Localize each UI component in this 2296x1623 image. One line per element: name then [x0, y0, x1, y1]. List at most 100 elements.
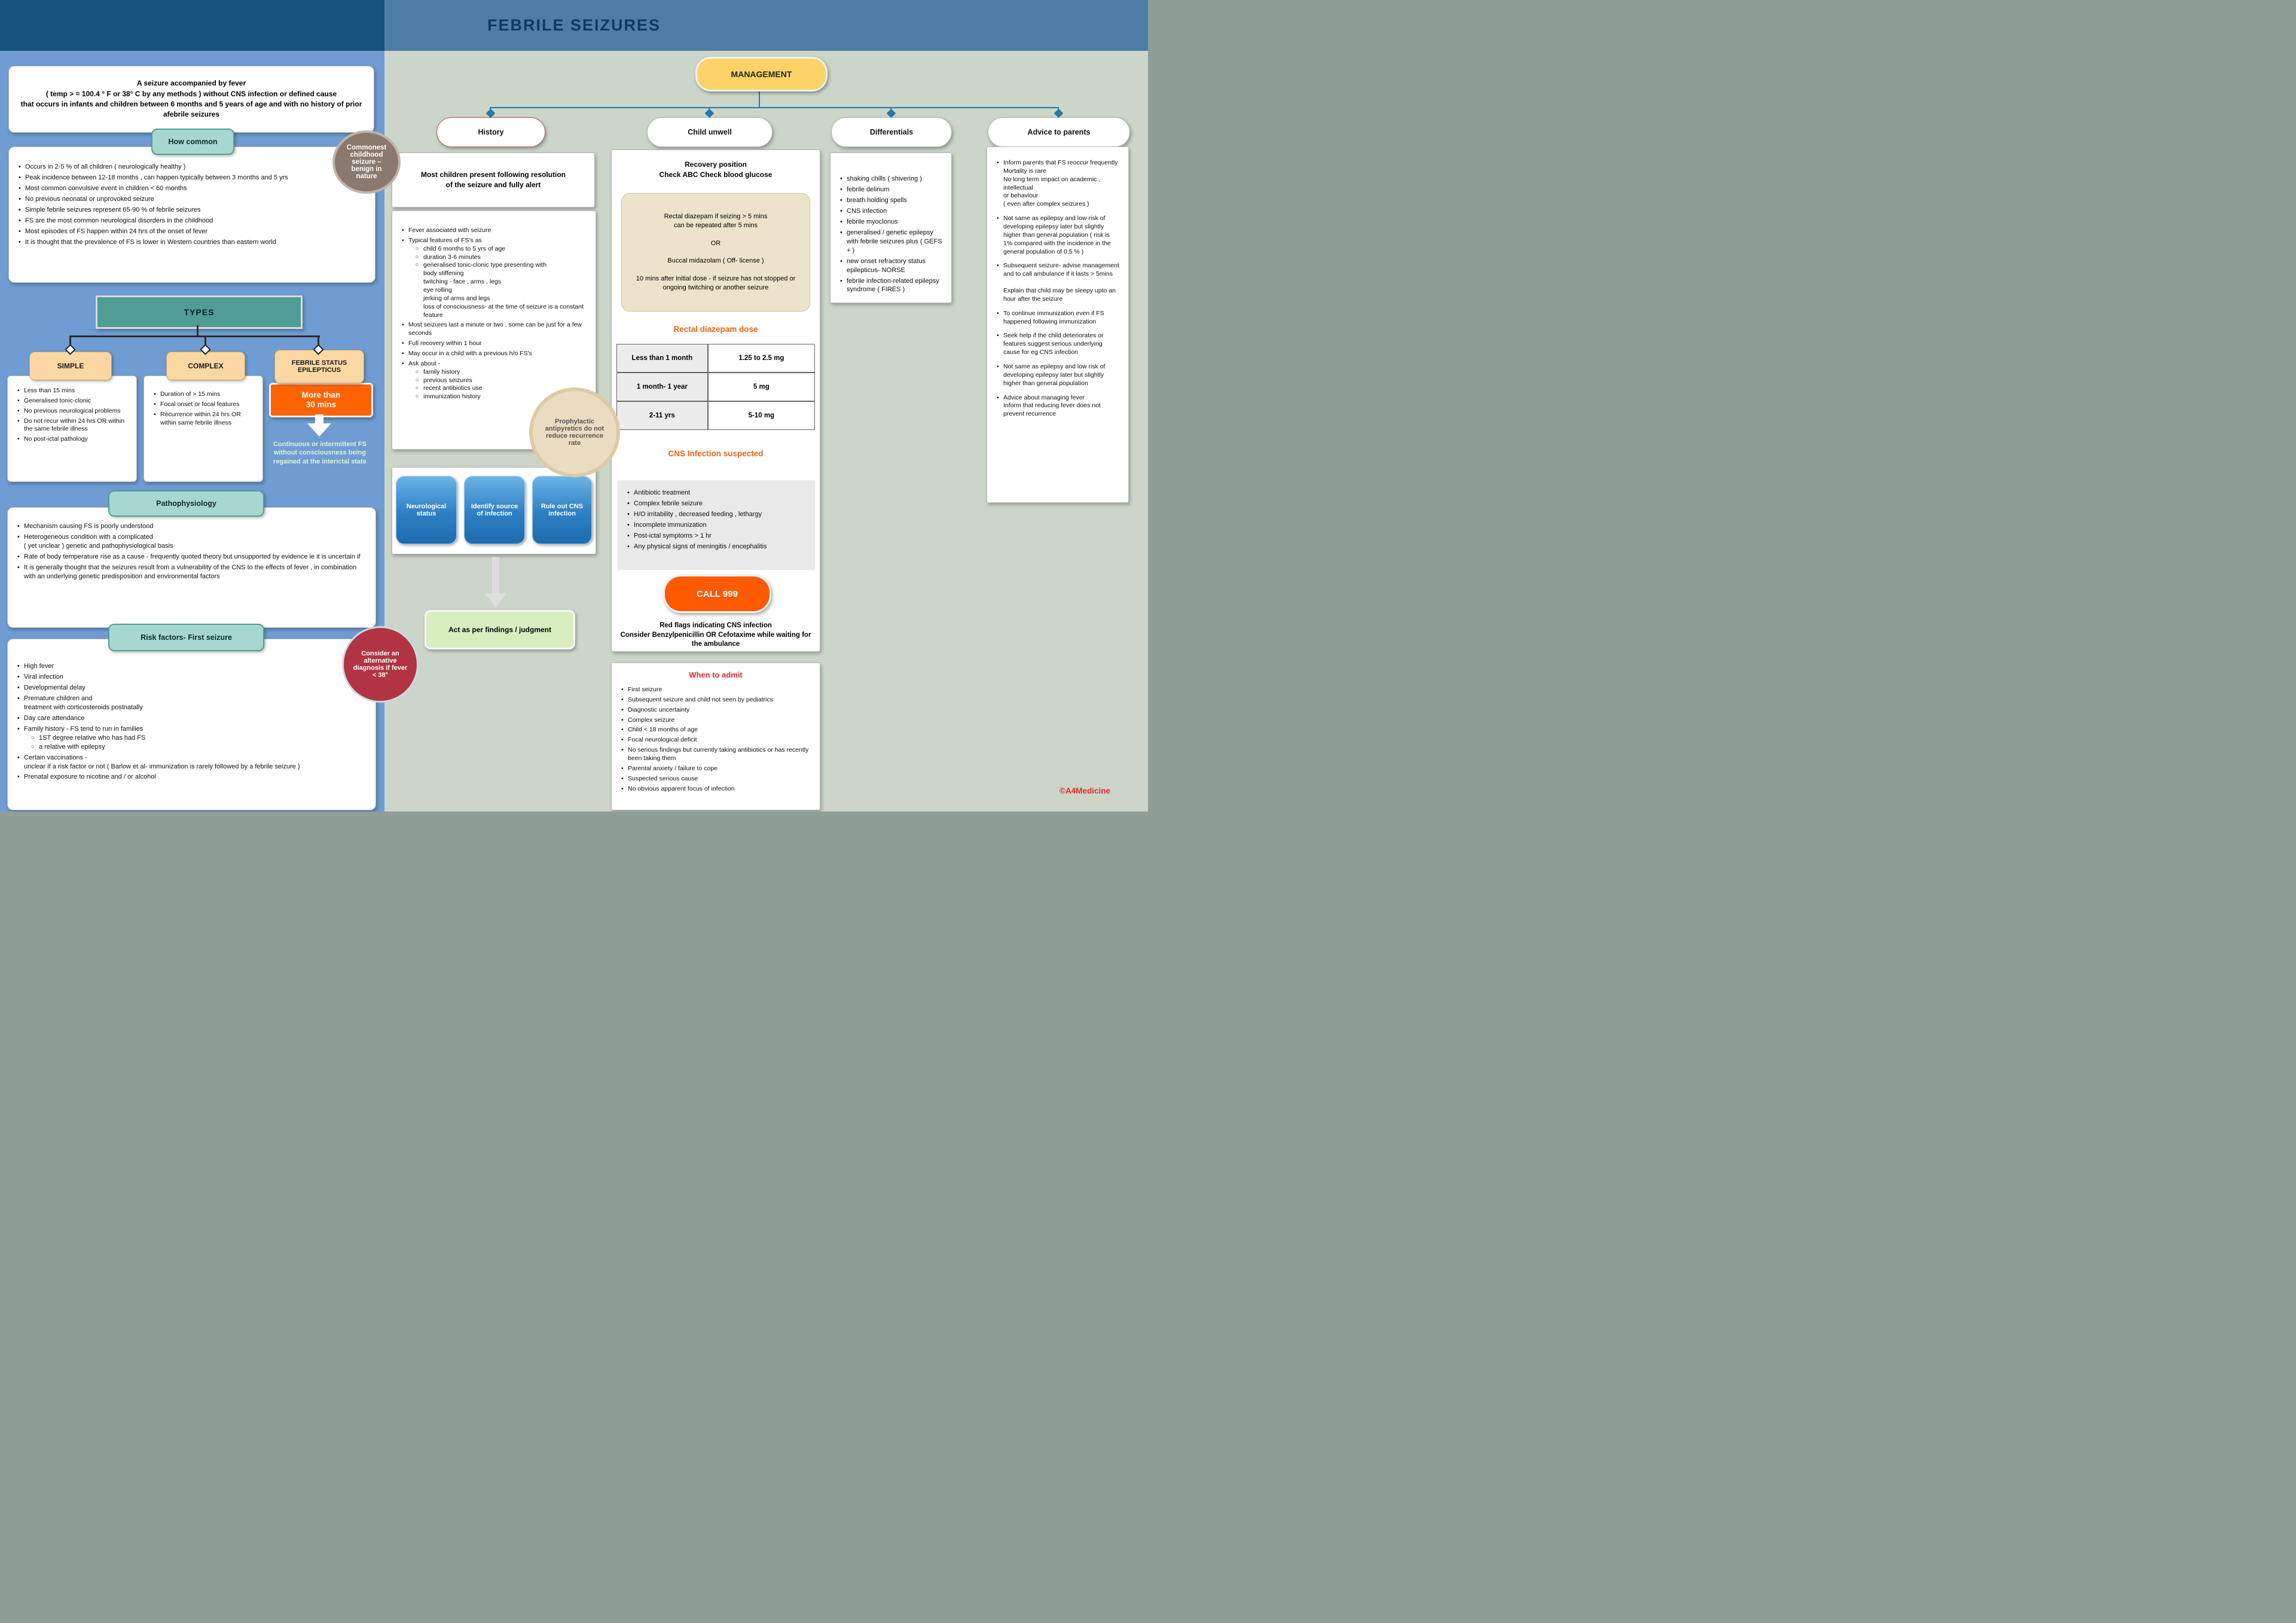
list-item: FS are the most common neurological diso… — [17, 216, 367, 225]
list-item: CNS infection — [839, 207, 943, 216]
cns-signs-list: Antibiotic treatmentComplex febrile seiz… — [618, 480, 815, 560]
cns-infection-heading: CNS Infection suspected — [668, 449, 764, 458]
list-item: Occurs in 2-5 % of all children ( neurol… — [17, 163, 367, 172]
down-arrow-icon — [485, 593, 506, 608]
list-item: No serious findings but currently taking… — [620, 746, 811, 763]
complex-type-list: Duration of > 15 minsFocal onset or foca… — [144, 376, 262, 436]
dose-table-dose: 5 mg — [707, 373, 815, 401]
list-item: First seizure — [620, 686, 811, 694]
history-findings-card: Fever associated with seizureTypical fea… — [392, 210, 596, 450]
list-item: febrile infection-related epilepsy syndr… — [839, 277, 943, 295]
complex-type-card: Duration of > 15 minsFocal onset or foca… — [144, 376, 263, 482]
identify-source-box: Identify source of Infection — [464, 476, 525, 544]
list-item: Ask about -family historyprevious seizur… — [401, 360, 587, 401]
sub-list-item: recent antibiotics use — [416, 385, 587, 393]
list-item: High fever — [16, 662, 367, 671]
list-item: Not same as epilepsy and low risk of dev… — [996, 363, 1120, 388]
list-item: Child < 18 months of age — [620, 726, 811, 734]
call-999-button: CALL 999 — [663, 575, 771, 613]
down-arrow-icon — [492, 557, 499, 594]
sub-list-item: child 6 months to 5 yrs of age — [416, 245, 587, 254]
history-findings-list: Fever associated with seizureTypical fea… — [392, 211, 596, 410]
history-actions-card: Neurological status Identify source of I… — [392, 467, 596, 554]
types-heading: TYPES — [96, 295, 303, 329]
list-item: Rate of body temperature rise as a cause… — [16, 553, 367, 562]
list-item: Peak incidence between 12-18 months , ca… — [17, 173, 367, 182]
dose-table-age: 1 month- 1 year — [616, 373, 708, 401]
dose-table-age: Less than 1 month — [616, 344, 708, 373]
diamond-icon — [1054, 108, 1064, 118]
list-item: No previous neurological problems — [16, 407, 128, 416]
act-per-findings-box: Act as per findings / judgment — [425, 610, 575, 649]
dose-table-dose: 5-10 mg — [707, 401, 815, 430]
type-complex-label: COMPLEX — [166, 352, 245, 380]
list-item: Recurrence within 24 hrs OR within same … — [152, 411, 254, 428]
list-item: Most episodes of FS happen within 24 hrs… — [17, 227, 367, 236]
alternative-diagnosis-badge: Consider an alternative diagnosis if fev… — [342, 626, 419, 703]
rectal-diazepam-dose-heading: Rectal diazepam dose — [673, 325, 758, 334]
header-left-band — [0, 0, 384, 51]
sub-list-item: duration 3-6 minutes — [416, 254, 587, 262]
branch-differentials: Differentials — [831, 117, 952, 147]
simple-type-card: Less than 15 minsGeneralised tonic-cloni… — [7, 376, 137, 482]
management-node: MANAGEMENT — [695, 57, 828, 91]
diazepam-instructions: Rectal diazepam if seizing > 5 mins can … — [636, 213, 796, 291]
list-item: Certain vaccinations - unclear if a risk… — [16, 753, 367, 771]
branch-child-unwell: Child unwell — [647, 117, 773, 147]
list-item: Fever associated with seizure — [401, 227, 587, 235]
list-item: No post-ictal pathology — [16, 435, 128, 444]
list-item: H/O irritability , decreased feeding , l… — [626, 510, 807, 519]
list-item: Any physical signs of meningitis / encep… — [626, 542, 807, 551]
simple-type-list: Less than 15 minsGeneralised tonic-cloni… — [8, 376, 136, 453]
list-item: Complex febrile seizure — [626, 499, 807, 508]
branch-history: History — [436, 117, 545, 147]
red-flags-text: Red flags indicating CNS infection Consi… — [620, 622, 811, 648]
history-intro-card: Most children present following resoluti… — [392, 152, 595, 208]
antipyretics-badge: Prophylactic antipyretics do not reduce … — [529, 388, 620, 477]
list-item: May occur in a child with a previous h/o… — [401, 350, 587, 358]
cns-signs-box: Antibiotic treatmentComplex febrile seiz… — [618, 480, 815, 570]
febrile-status-note: Continuous or intermittent FS without co… — [273, 441, 367, 465]
list-item: Generalised tonic-clonic — [16, 397, 128, 405]
how-common-card: Occurs in 2-5 % of all children ( neurol… — [8, 147, 375, 283]
commonest-seizure-badge: Commonest childhood seizure –benign in n… — [332, 130, 401, 194]
list-item: Developmental delay — [16, 684, 367, 692]
management-connector-bar — [490, 107, 1059, 108]
advice-list: Inform parents that FS reoccur frequentl… — [987, 147, 1128, 432]
list-item: Focal onset or focal features — [152, 401, 254, 409]
list-item: febrile myoclonus — [839, 218, 943, 227]
how-common-list: Occurs in 2-5 % of all children ( neurol… — [9, 147, 375, 256]
list-item: Focal neurological deficit — [620, 736, 811, 745]
pathophysiology-card: Mechanism causing FS is poorly understoo… — [7, 507, 376, 628]
risk-factors-heading: Risk factors- First seizure — [108, 624, 264, 651]
sub-list-item: 1ST degree relative who has had FS — [31, 734, 367, 743]
list-item: Viral infection — [16, 673, 367, 682]
diamond-icon — [486, 108, 496, 118]
advice-card: Inform parents that FS reoccur frequentl… — [987, 147, 1129, 503]
list-item: Heterogeneous condition with a complicat… — [16, 533, 367, 551]
list-item: Post-ictal symptoms > 1 hr — [626, 532, 807, 541]
list-item: Subsequent seizure and child not seen by… — [620, 696, 811, 704]
list-item: generalised / genetic epilepsy with febr… — [839, 228, 943, 255]
list-item: Do not recur within 24 hrs OR within the… — [16, 417, 128, 434]
list-item: No obvious apparent focus of infection — [620, 785, 811, 794]
diamond-icon — [886, 108, 896, 118]
dose-table-dose: 1.25 to 2.5 mg — [707, 344, 815, 373]
definition-text: A seizure accompanied by fever ( temp > … — [20, 79, 362, 119]
sub-list-item: immunization history — [416, 393, 587, 401]
management-connector-stem — [759, 88, 760, 107]
types-connector-stem — [197, 325, 199, 336]
list-item: Not same as epilepsy and low risk of dev… — [996, 215, 1120, 256]
list-item: Family history - FS tend to run in famil… — [16, 725, 367, 752]
list-item: Mechanism causing FS is poorly understoo… — [16, 522, 367, 531]
definition-card: A seizure accompanied by fever ( temp > … — [8, 66, 374, 133]
list-item: Parental anxiety / failure to cope — [620, 765, 811, 773]
list-item: To continue immunization even if FS happ… — [996, 310, 1120, 327]
when-to-admit-heading: When to admit — [689, 670, 743, 679]
list-item: Seek help if the child deteriorates or f… — [996, 332, 1120, 357]
credit-text: ©A4Medicine — [1060, 786, 1110, 795]
list-item: Antibiotic treatment — [626, 489, 807, 498]
dose-table: Less than 1 month 1.25 to 2.5 mg 1 month… — [616, 344, 815, 430]
differentials-card: shaking chills ( shivering )febrile deli… — [830, 152, 952, 303]
branch-advice-to-parents: Advice to parents — [988, 117, 1130, 147]
